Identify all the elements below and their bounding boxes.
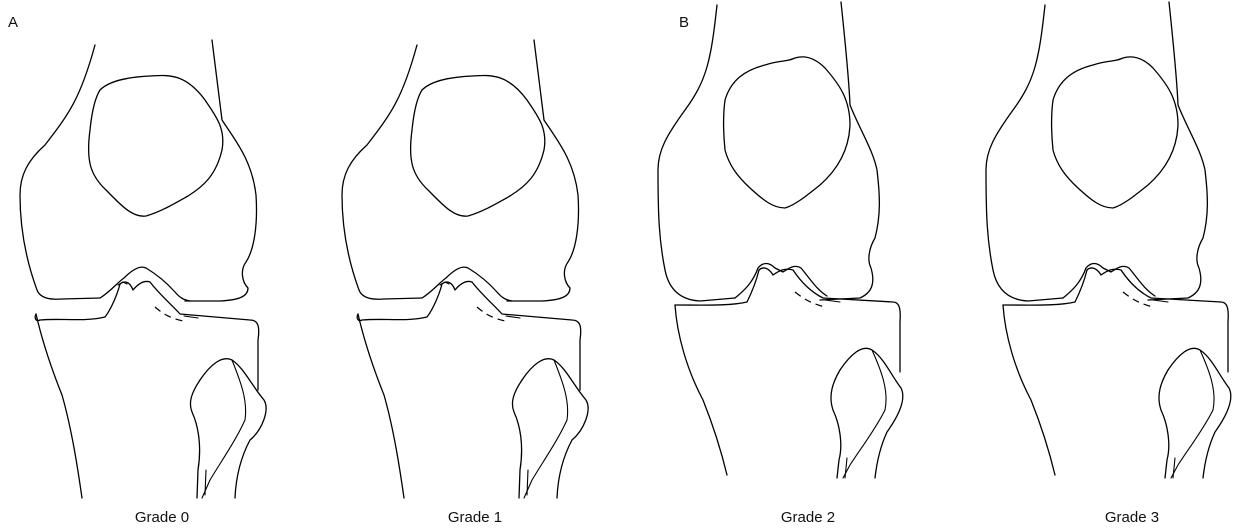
knee-drawing-grade-3 <box>986 2 1231 478</box>
knee-drawing-grade-2 <box>658 2 903 478</box>
caption-grade-1: Grade 1 <box>375 509 575 526</box>
knee-drawing-grade-0 <box>20 40 266 498</box>
knee-drawing-grade-1 <box>342 40 588 498</box>
caption-grade-2: Grade 2 <box>708 509 908 526</box>
caption-grade-3: Grade 3 <box>1032 509 1232 526</box>
caption-grade-0: Grade 0 <box>62 509 262 526</box>
knee-drawings <box>0 0 1248 500</box>
